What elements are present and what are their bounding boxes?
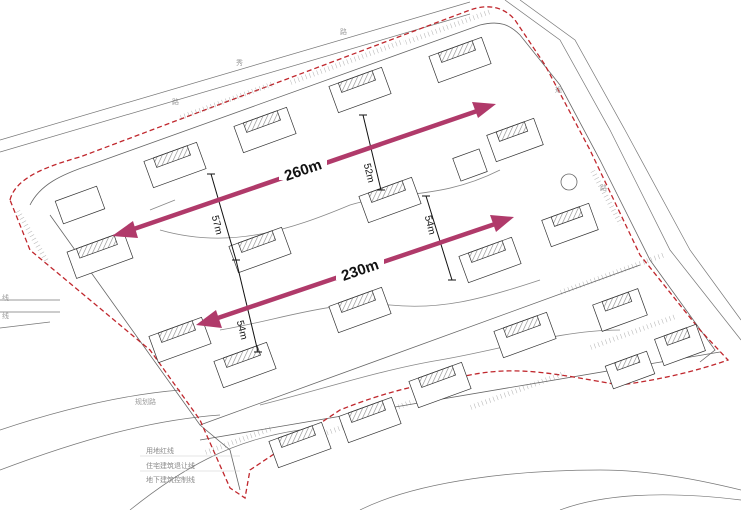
arrowhead-left-icon: [112, 221, 138, 238]
dimension-line: [362, 114, 382, 191]
dimension-line: [425, 195, 453, 281]
site-boundary: [9, 6, 730, 500]
arrowhead-right-icon: [472, 102, 496, 118]
building: [233, 106, 297, 154]
roundabout: [560, 173, 578, 191]
right-spacing-label: 54m: [422, 214, 437, 236]
spacing-lines: [207, 114, 456, 353]
building: [428, 36, 492, 84]
legend: 用地红线 住宅建筑退让线 地下建筑控制线: [140, 446, 240, 484]
road-label: 规划路: [135, 397, 156, 406]
road-label: 路: [600, 183, 607, 192]
legend-item: 用地红线: [146, 446, 174, 455]
building: [143, 141, 207, 189]
label-backdrop: [279, 158, 327, 180]
label-backdrop: [336, 258, 384, 280]
road-label: 路: [340, 27, 347, 36]
arrowhead-left-icon: [196, 310, 222, 328]
distance-arrows: [112, 102, 514, 328]
legend-item: 地下建筑控制线: [146, 475, 195, 484]
building: [328, 286, 392, 334]
building: [268, 421, 332, 469]
building: [486, 117, 544, 163]
arrowhead-right-icon: [490, 215, 514, 232]
building: [592, 288, 648, 332]
building: [493, 311, 557, 359]
left-upper-spacing-label: 57m: [209, 214, 224, 236]
road-label: 路: [172, 97, 179, 106]
residential-buildings: [54, 36, 706, 469]
edge-label: 线: [2, 311, 9, 320]
building: [148, 316, 212, 364]
edge-label: 线: [2, 293, 9, 302]
center-spacing-label: 52m: [361, 162, 376, 184]
road-label: 规: [555, 85, 562, 94]
building: [328, 66, 392, 114]
road-label: 秀: [236, 58, 243, 67]
building: [654, 323, 706, 367]
building: [408, 361, 472, 409]
legend-item: 住宅建筑退让线: [146, 461, 195, 470]
building: [452, 148, 488, 182]
building: [604, 350, 656, 390]
building: [338, 396, 402, 444]
building: [541, 202, 599, 248]
building: [66, 231, 134, 279]
building: [54, 185, 106, 225]
building: [458, 236, 522, 284]
dimension-line: [210, 173, 237, 261]
internal-roads: [149, 169, 621, 406]
building: [213, 341, 277, 389]
left-lower-spacing-label: 54m: [234, 319, 249, 341]
building: [358, 176, 422, 224]
